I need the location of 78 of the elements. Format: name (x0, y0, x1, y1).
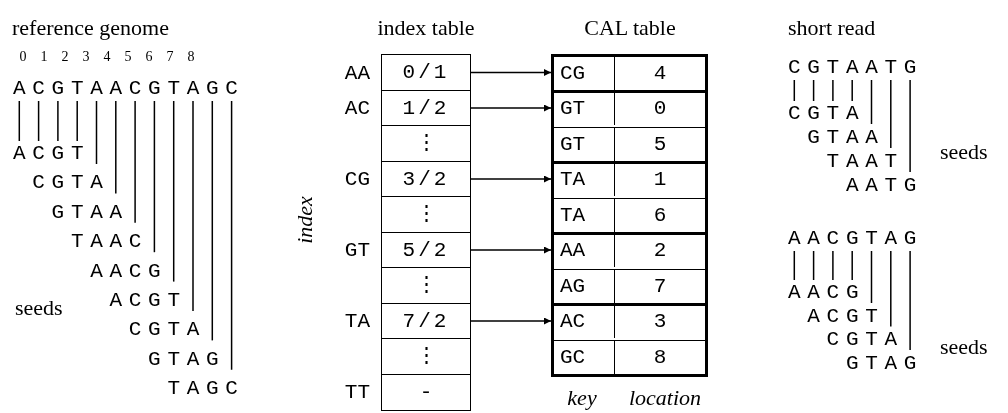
table-cell: - (381, 373, 471, 411)
key-value: GT (554, 127, 615, 162)
seed-sequence: GTAA (807, 126, 885, 148)
location-value: 4 (652, 60, 668, 87)
key-value: TA (554, 198, 615, 233)
arrow (470, 317, 552, 325)
key-value: TA (554, 163, 615, 196)
seed-sequence: TAAT (826, 150, 904, 172)
position-number: 1 (40, 50, 48, 64)
column-label: location (628, 387, 702, 409)
seed-sequence: AACG (788, 281, 866, 303)
seed-sequence: AACG (90, 260, 168, 282)
table-cell: ⋮ (381, 338, 471, 375)
seed-sequence: ACGT (109, 289, 187, 311)
location-value: 6 (652, 203, 668, 230)
key-value: GT (554, 92, 615, 125)
key-value: GC (554, 340, 615, 375)
seed-sequence: CGTA (32, 171, 110, 193)
location-value: 2 (652, 238, 668, 265)
key-value: AC (554, 305, 615, 338)
key-value: AG (554, 269, 615, 304)
seed-sequence: CGTA (788, 102, 866, 124)
table-row (554, 268, 705, 304)
seed-sequence: AATG (845, 174, 924, 196)
table-title: index table (377, 17, 475, 39)
table-row (554, 197, 705, 233)
table-cell: ⋮ (381, 125, 471, 162)
table-row (554, 126, 705, 162)
seed-sequence: CGTA (826, 328, 904, 350)
row-key-label: AA (344, 62, 370, 84)
position-number: 4 (103, 50, 111, 64)
row-key-label: AC (344, 97, 370, 119)
seed-sequence: GTAA (51, 201, 129, 223)
key-value: CG (554, 57, 615, 90)
seed-sequence: ACGT (13, 142, 91, 164)
column-label: key (567, 387, 597, 409)
sequence-text: CGTAATG (788, 56, 924, 78)
table-cell: ⋮ (381, 196, 471, 233)
position-number: 8 (187, 50, 195, 64)
position-number: 7 (166, 50, 174, 64)
seed-sequence: GTAG (148, 348, 226, 370)
seed-sequence: ACGT (807, 305, 885, 326)
seed-sequence: CGTA (128, 318, 206, 340)
seed-sequence: TAGC (167, 377, 245, 399)
seed-sequence: GTAG (845, 352, 924, 373)
arrow (470, 175, 552, 183)
position-number: 6 (145, 50, 153, 64)
sequence-text: AACGTAG (788, 227, 924, 249)
arrow (470, 246, 552, 254)
table-row (554, 339, 705, 375)
location-value: 7 (652, 274, 668, 301)
row-key-label: CG (344, 168, 370, 190)
location-value: 5 (652, 132, 668, 159)
key-value: AA (554, 234, 615, 267)
position-number: 3 (82, 50, 90, 64)
location-value: 0 (652, 96, 668, 123)
position-number: 0 (19, 50, 27, 64)
location-value: 3 (652, 309, 668, 336)
table-cell: ⋮ (381, 267, 471, 304)
row-key-label: GT (344, 239, 370, 261)
arrow (470, 69, 552, 76)
location-value: 1 (652, 167, 668, 194)
axis-label: index (294, 196, 316, 244)
location-value: 8 (652, 345, 668, 372)
position-number: 5 (124, 50, 132, 64)
table-title: CAL table (584, 17, 676, 39)
row-key-label: TT (344, 381, 370, 403)
section-title: short read (788, 17, 876, 39)
row-key-label: TA (344, 310, 370, 332)
position-number: 2 (61, 50, 69, 64)
arrow (470, 104, 552, 112)
seeds-label: seeds (940, 336, 988, 358)
seed-sequence: TAAC (70, 230, 149, 252)
table-cell: 0/1 (381, 54, 471, 91)
seeds-label: seeds (940, 141, 988, 163)
section-title: reference genome (12, 17, 169, 39)
sequence-text: ACGTAACGTAGC (13, 77, 245, 99)
seeds-label: seeds (15, 297, 63, 319)
